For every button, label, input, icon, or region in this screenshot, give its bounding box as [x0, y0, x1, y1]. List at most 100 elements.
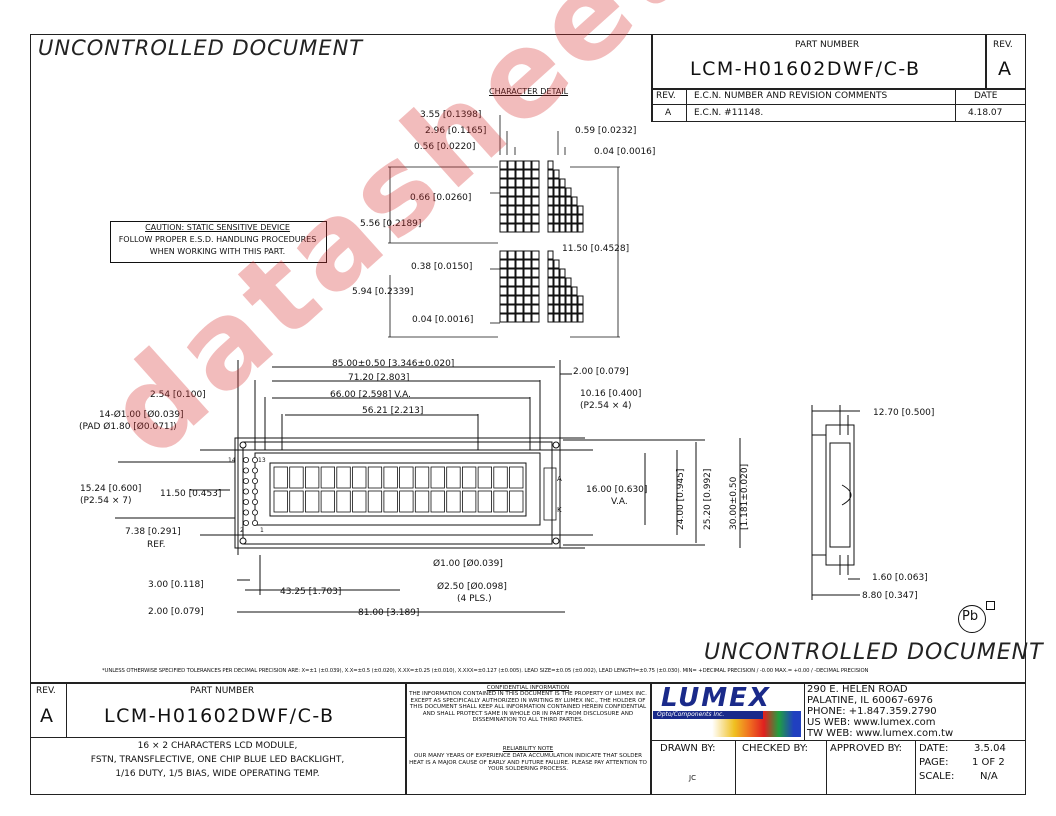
dim-85: 85.00±0.50 [3.346±0.020] — [332, 359, 455, 369]
slant-cell — [565, 205, 572, 215]
bottom-rev-label: REV. — [36, 686, 56, 696]
dim-1016-a: 10.16 [0.400] — [580, 389, 642, 399]
slant-cell — [559, 223, 566, 233]
char-cell — [523, 259, 532, 269]
char-cell — [531, 196, 540, 206]
bottom-part-number-label: PART NUMBER — [190, 686, 255, 696]
char-cell — [531, 187, 540, 197]
slant-cell — [565, 223, 572, 233]
char-cell — [499, 268, 508, 278]
char-cell — [507, 295, 516, 305]
lumex-tagline: Opto/Components Inc. — [657, 711, 725, 718]
slant-cell — [559, 205, 566, 215]
char-cell — [523, 304, 532, 314]
char-cell — [499, 187, 508, 197]
char-cell — [531, 277, 540, 287]
dim-24: 24.00 [0.945] — [676, 468, 686, 530]
char-cell — [531, 250, 540, 260]
dim-30-a: 30.00±0.50 — [729, 476, 739, 530]
char-cell — [515, 304, 524, 314]
char-cell — [523, 250, 532, 260]
char-cell — [515, 169, 524, 179]
scale-label: SCALE: — [919, 771, 955, 782]
dim-30-b: [1.181±0.020] — [740, 463, 750, 530]
lcm-char-block — [477, 490, 493, 513]
dim-038: 0.38 [0.0150] — [411, 262, 473, 272]
rev-col-header: REV. — [656, 91, 676, 101]
slant-cell — [553, 169, 560, 179]
char-cell — [531, 268, 540, 278]
lcm-char-block — [289, 466, 304, 489]
slant-cell — [553, 304, 560, 314]
lcm-char-block — [320, 466, 336, 489]
char-cell — [499, 205, 508, 215]
char-cell — [523, 313, 532, 323]
connector-pad — [251, 477, 258, 484]
dim-066: 0.66 [0.0260] — [410, 193, 472, 203]
slant-cell — [559, 268, 566, 278]
address-line-3: PHONE: +1.847.359.2790 — [807, 706, 937, 717]
dim-hole: Ø1.00 [Ø0.039] — [433, 559, 503, 569]
slant-cell — [577, 304, 584, 314]
date-value: 3.5.04 — [974, 743, 1006, 754]
desc-line-1: 16 × 2 CHARACTERS LCD MODULE, — [137, 741, 298, 751]
dim-pad-1: 14-Ø1.00 [Ø0.039] — [99, 410, 184, 420]
pb-free-mark — [958, 605, 986, 633]
lcm-char-block — [493, 466, 508, 489]
slant-cell — [547, 196, 554, 206]
dim-16-a: 16.00 [0.630] — [586, 485, 648, 495]
dim-71: 71.20 [2.803] — [348, 373, 410, 383]
char-cell — [531, 295, 540, 305]
lcm-char-block — [289, 490, 304, 513]
lcm-side-view — [811, 405, 860, 600]
slant-cell — [559, 295, 566, 305]
lcm-char-block — [446, 466, 461, 489]
slant-cell — [559, 304, 566, 314]
pin-13: 13 — [258, 457, 266, 464]
char-cell — [507, 313, 516, 323]
dim-16-b: V.A. — [611, 497, 628, 507]
slant-cell — [553, 277, 560, 287]
char-cell — [531, 214, 540, 224]
dim-556: 5.56 [0.2189] — [360, 219, 422, 229]
char-cell — [523, 214, 532, 224]
desc-line-3: 1/16 DUTY, 1/5 BIAS, WIDE OPERATING TEMP… — [115, 769, 320, 779]
slant-cell — [547, 295, 554, 305]
slant-cell — [565, 277, 572, 287]
lcm-char-block — [383, 490, 398, 513]
page-label: PAGE: — [919, 757, 949, 768]
char-cell — [499, 286, 508, 296]
lcm-char-block — [414, 490, 430, 513]
lcm-char-block — [399, 466, 414, 489]
slant-cell — [571, 304, 578, 314]
pb-text: Pb — [962, 609, 979, 624]
slant-cell — [553, 223, 560, 233]
char-cell — [531, 259, 540, 269]
scale-value: N/A — [980, 771, 998, 782]
pin-1: 1 — [260, 527, 264, 534]
caution-line-1: CAUTION: STATIC SENSITIVE DEVICE — [145, 223, 290, 232]
connector-pad — [251, 498, 258, 505]
lumex-logo-band — [653, 685, 801, 711]
dim-738-b: REF. — [147, 540, 166, 550]
char-cell — [515, 259, 524, 269]
dim-1150-main: 11.50 [0.453] — [160, 489, 222, 499]
char-cell — [523, 187, 532, 197]
connector-pad — [242, 509, 249, 516]
drawing-sheet — [30, 34, 1026, 795]
lcm-char-block — [477, 466, 493, 489]
slant-cell — [565, 286, 572, 296]
lcm-char-block — [430, 490, 445, 513]
char-cell — [531, 169, 540, 179]
lcm-char-block — [320, 490, 336, 513]
address-line-4: US WEB: www.lumex.com — [807, 717, 936, 728]
char-cell — [507, 178, 516, 188]
drawn-by-label: DRAWN BY: — [660, 743, 716, 754]
lcm-char-block — [509, 490, 524, 513]
dim-81: 81.00 [3.189] — [358, 608, 420, 618]
slant-cell — [571, 196, 578, 206]
connector-pad — [242, 477, 249, 484]
char-cell — [523, 178, 532, 188]
char-cell — [515, 178, 524, 188]
pin-14: 14 — [228, 457, 236, 464]
